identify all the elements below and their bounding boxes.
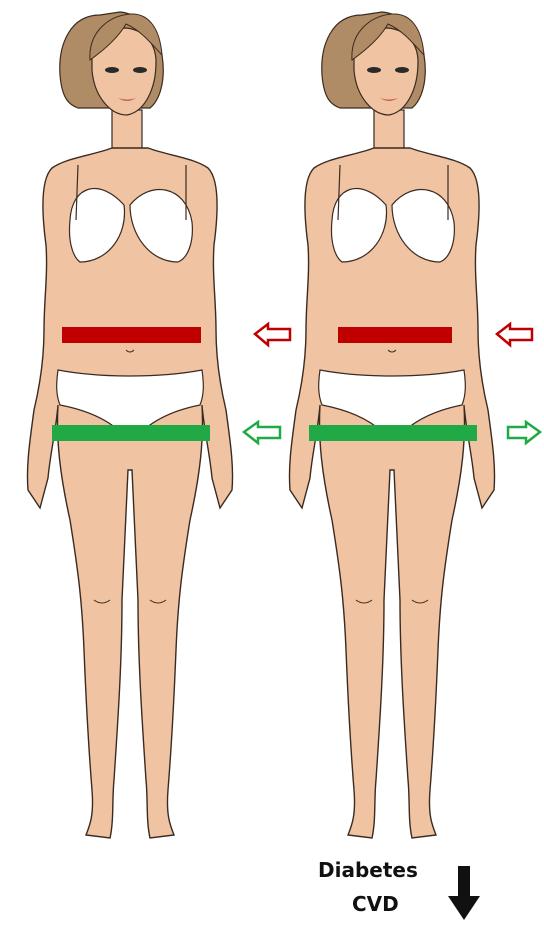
waist-inward-arrow-icon [497,324,532,345]
down-arrow-icon [448,866,480,920]
waist-inward-arrow-icon [255,324,290,345]
figure-before [27,12,290,838]
outcome-label-diabetes: Diabetes [318,858,418,882]
waist-band [338,327,452,343]
hip-outward-arrow-icon [508,422,540,443]
hip-inward-arrow-icon [244,422,280,443]
waist-band [62,327,201,343]
outcome-label-cvd: CVD [352,892,399,916]
hip-band [309,425,477,441]
hip-band [52,425,210,441]
figure-after [289,12,540,838]
